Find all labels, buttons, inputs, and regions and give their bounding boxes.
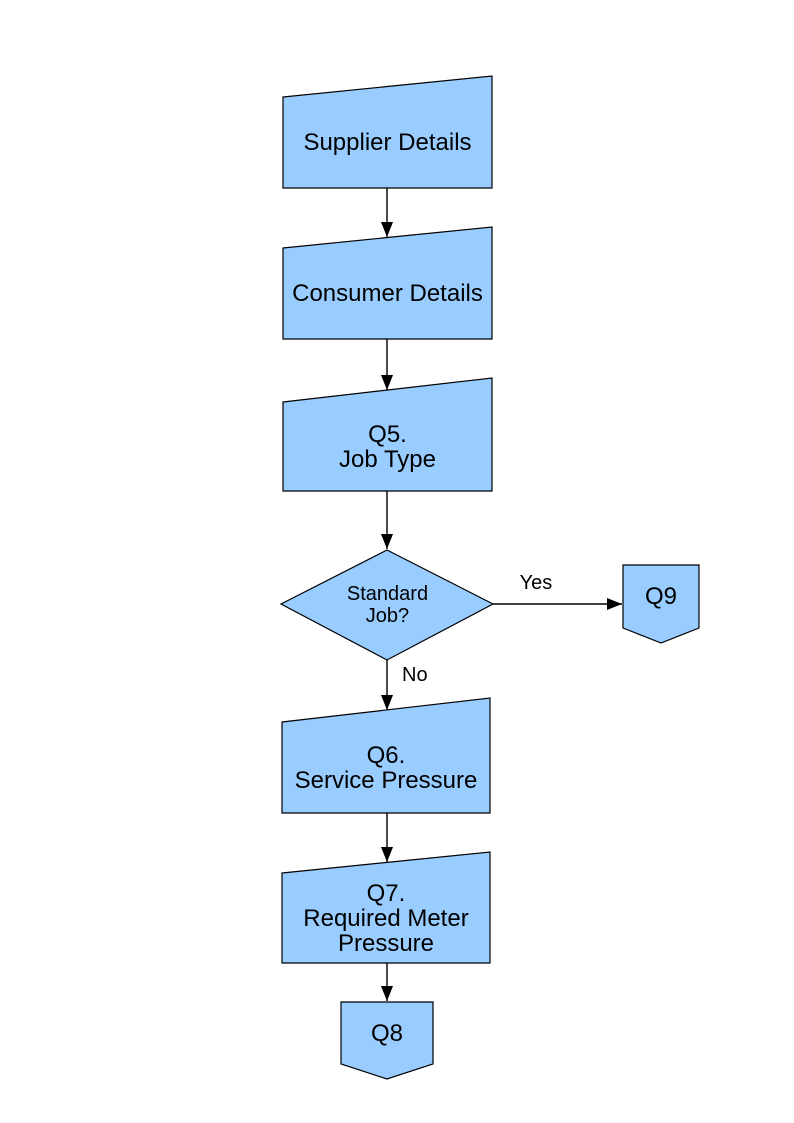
node-consumer-details-label: Consumer Details (292, 280, 483, 307)
node-q8-label: Q8 (370, 1019, 403, 1047)
node-q8-offpage-connector-shape (340, 1001, 434, 1080)
node-standard-job-decision-shape (279, 549, 495, 661)
node-q6-service-pressure-label: Q6. Service Pressure (294, 741, 478, 794)
node-supplier-details-label: Supplier Details (303, 129, 472, 156)
node-q9-offpage-connector-shape (622, 564, 700, 644)
edge-yes-label: Yes (519, 572, 553, 594)
node-q7-required-meter-pressure-label: Q7. Required Meter Pressure (303, 879, 469, 957)
node-q5-job-type-shape (282, 377, 493, 492)
node-q7-required-meter-pressure-shape (281, 851, 491, 964)
node-supplier-details-shape (282, 75, 493, 189)
node-standard-job-decision-label: Standard Job? (346, 583, 429, 627)
node-q9-label: Q9 (644, 583, 677, 610)
node-q5-job-type-label: Q5. Job Type (339, 420, 436, 473)
edge-no-label: No (402, 664, 428, 686)
node-consumer-details-shape (282, 226, 493, 340)
node-q6-service-pressure-shape (281, 697, 491, 814)
